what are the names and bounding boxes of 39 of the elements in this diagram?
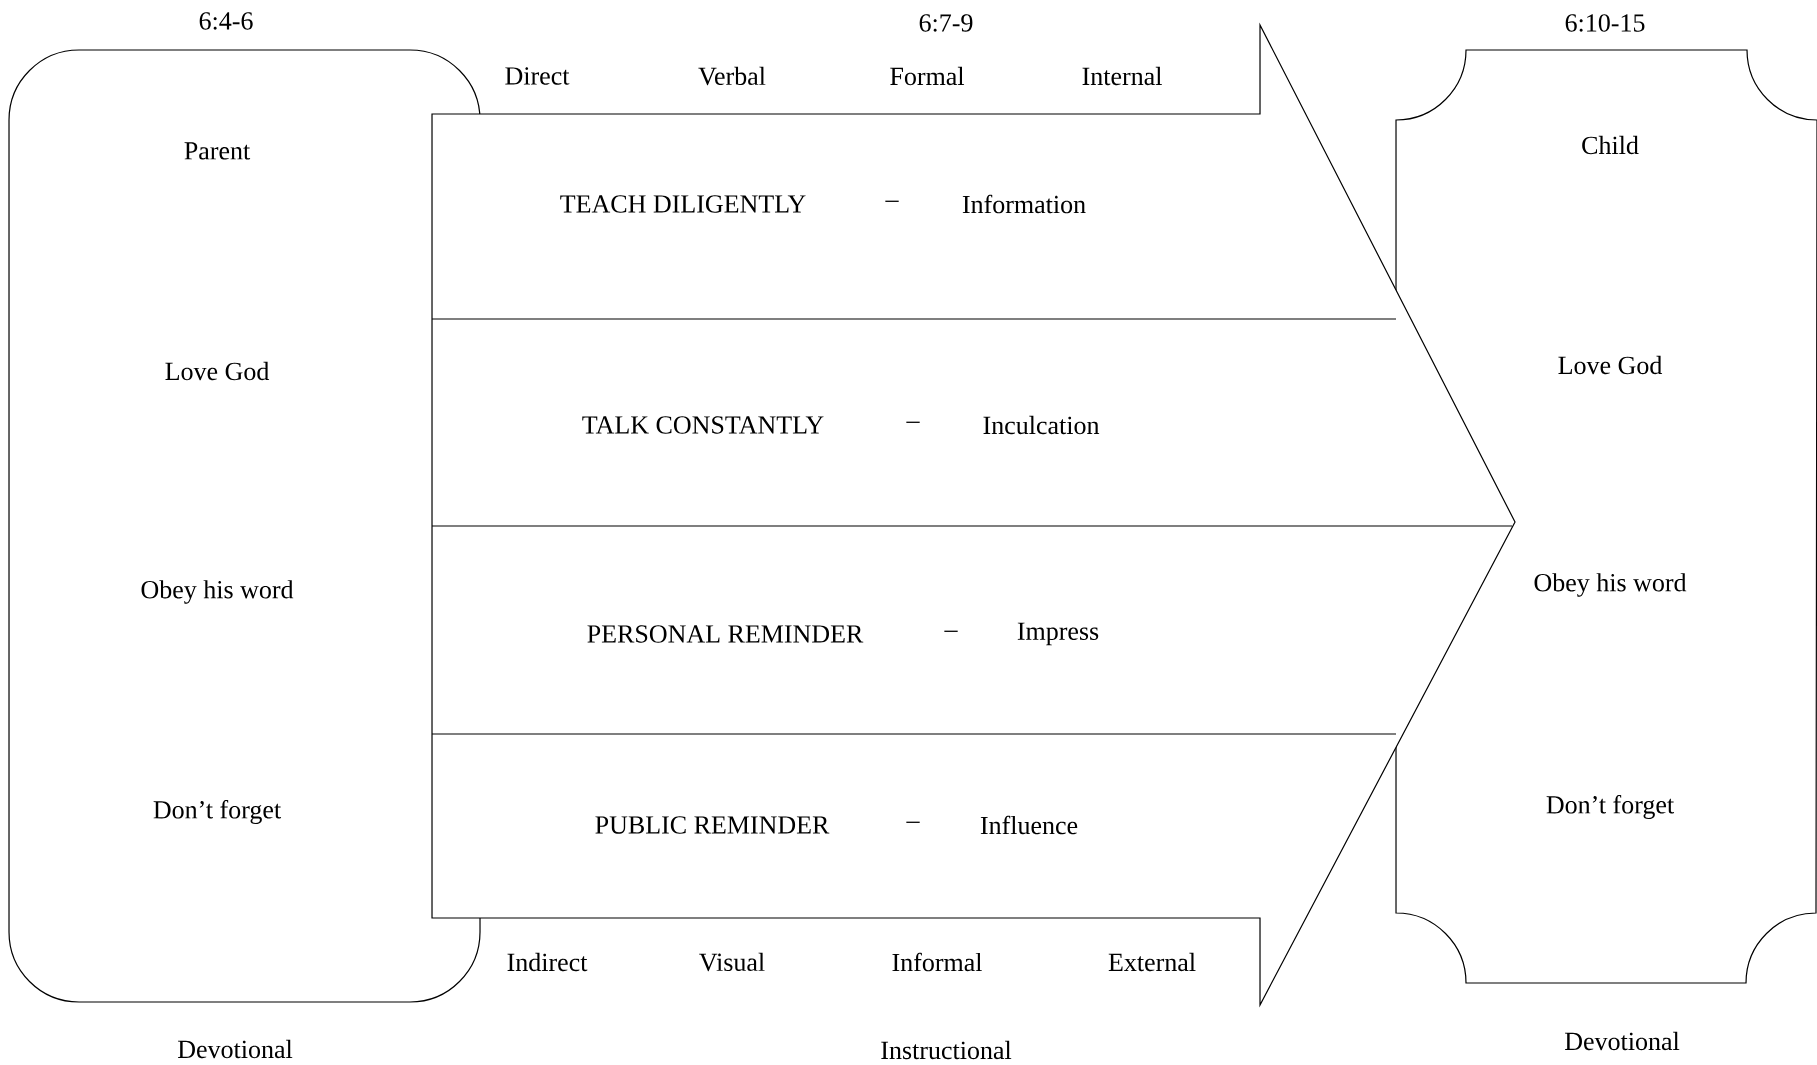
text-label: – [906, 421, 920, 423]
text-label: Formal [890, 66, 965, 86]
text-label: Child [1582, 135, 1639, 155]
text-label: – [906, 821, 920, 823]
scalloped-box [1395, 49, 1817, 984]
text-label: Obey his word [141, 580, 294, 604]
text-label: Direct [505, 67, 570, 85]
text-label: External [1108, 952, 1196, 972]
text-label: Information [962, 194, 1086, 214]
node-text: TEACH DILIGENTLY – Information [560, 194, 1086, 214]
caption-label: Devotional [178, 1039, 293, 1059]
text-label: 6:4-6 [199, 12, 253, 30]
text-label: TALK CONSTANTLY [582, 416, 824, 434]
text-label: Verbal [698, 66, 766, 86]
text-label: Indirect [507, 952, 588, 972]
text-label: Informal [892, 952, 982, 972]
text-label: – [885, 200, 899, 202]
text-label: 6:7-9 [919, 14, 973, 32]
text-label: Obey his word [1534, 573, 1687, 597]
text-label: Internal [1082, 66, 1162, 86]
text-label: TEACH DILIGENTLY [560, 195, 806, 213]
node-text: TALK CONSTANTLY – Inculcation [582, 415, 1100, 435]
text-label: Don’t forget [1546, 795, 1674, 819]
caption-label: Instructional [881, 1040, 1012, 1060]
text-label: PUBLIC REMINDER [595, 816, 830, 834]
text-label: Visual [699, 952, 765, 972]
text-label: Love God [1558, 355, 1663, 375]
node-text: PERSONAL REMINDER – Impress [587, 622, 1099, 646]
text-label: Influence [980, 815, 1078, 835]
text-label: PERSONAL REMINDER [587, 625, 864, 643]
text-label: Don’t forget [153, 800, 281, 824]
node-text: PUBLIC REMINDER – Influence [595, 815, 1078, 835]
text-label: Love God [165, 361, 270, 381]
caption-label: Devotional [1565, 1031, 1680, 1051]
text-label: – [944, 630, 958, 632]
text-label: Impress [1017, 622, 1099, 646]
text-label: Parent [184, 142, 251, 160]
text-label: Inculcation [983, 415, 1100, 435]
text-label: 6:10-15 [1565, 14, 1645, 32]
